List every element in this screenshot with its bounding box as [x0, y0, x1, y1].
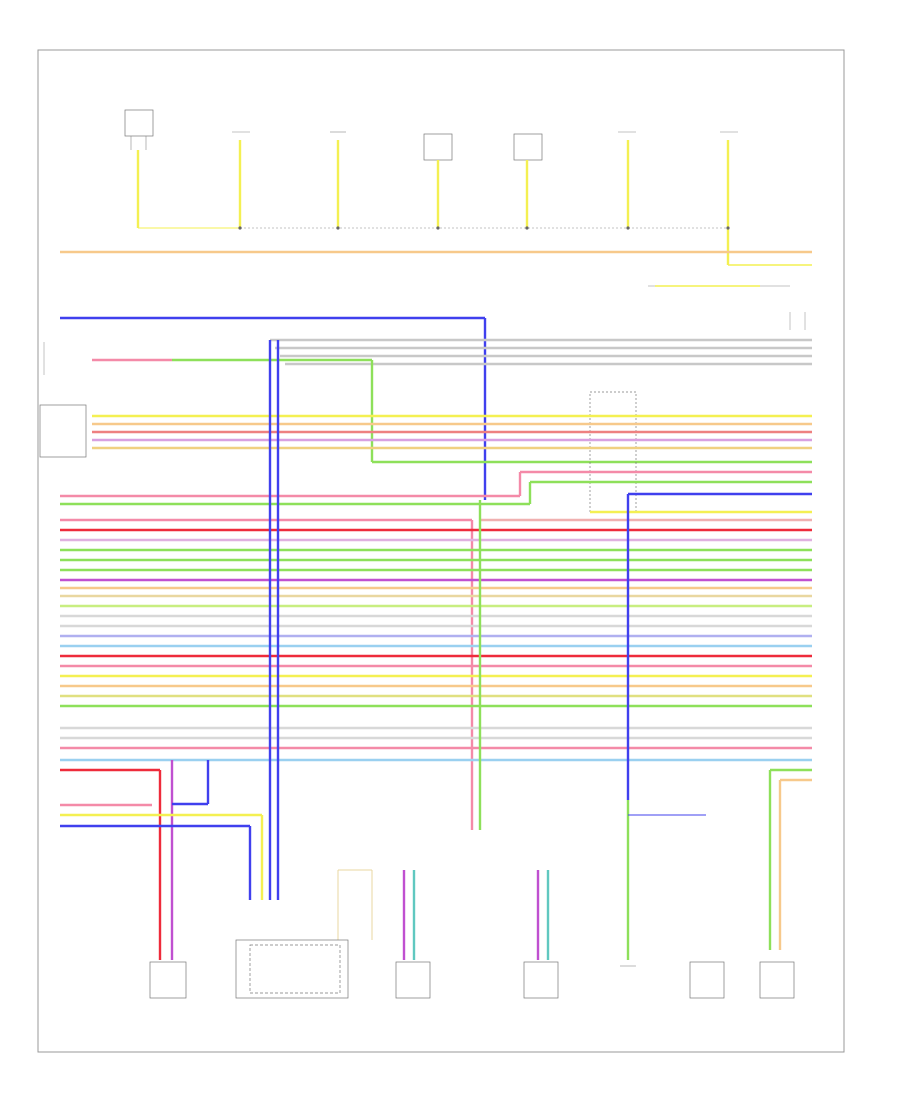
bottom-component-4 — [523, 961, 559, 999]
bottom-component-7 — [759, 961, 795, 999]
bottom-component-2-inner — [249, 944, 341, 994]
bottom-component-2 — [235, 939, 349, 999]
diagram-frame — [37, 49, 845, 1053]
top-component-4 — [423, 133, 453, 161]
left-module-box — [39, 404, 87, 458]
bottom-component-1 — [149, 961, 187, 999]
connector-row-top-right — [648, 285, 806, 330]
bottom-component-3 — [395, 961, 431, 999]
bottom-component-6 — [689, 961, 725, 999]
vertical-drops — [60, 340, 812, 960]
top-component-1 — [124, 109, 154, 150]
top-drop-wires — [136, 140, 730, 265]
top-component-5 — [513, 133, 543, 161]
main-harness — [60, 414, 812, 830]
upper-harness — [43, 316, 812, 500]
